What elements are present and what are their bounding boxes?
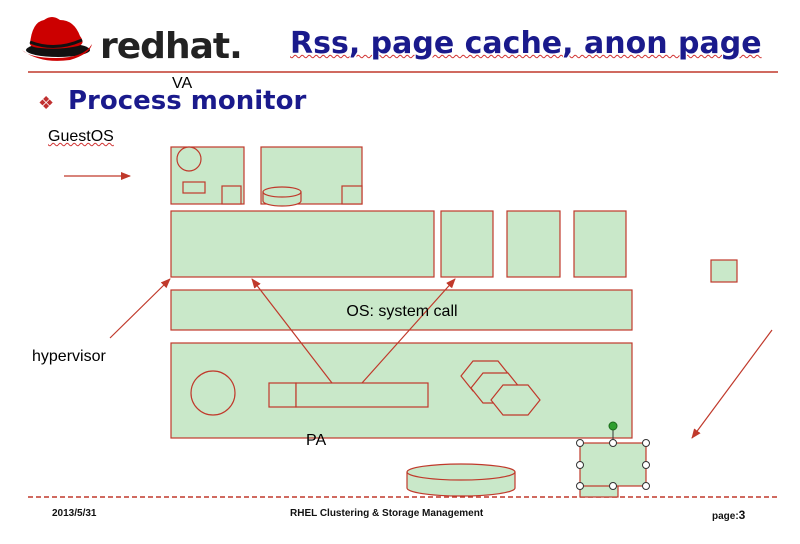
redhat-logo-icon — [22, 17, 92, 61]
guest-memory-block-3 — [506, 210, 561, 278]
arrow-to-block-2 — [361, 278, 456, 384]
os-system-call-label: OS: system call — [346, 303, 457, 320]
guest-memory-block-4 — [573, 210, 627, 278]
slide-title: Rss, page cache, anon page — [290, 26, 762, 61]
rotate-handle[interactable] — [608, 421, 618, 431]
app-window-2-corner — [341, 185, 363, 205]
footer-course: RHEL Clustering & Storage Management — [290, 508, 484, 519]
pa-label: PA — [306, 432, 327, 449]
hypervisor-bar — [295, 382, 429, 408]
va-label: VA — [172, 75, 193, 92]
guestos-label: GuestOS — [48, 128, 114, 145]
footer-date: 2013/5/31 — [52, 508, 97, 519]
app-window-1-corner — [221, 185, 242, 205]
hypervisor-arrow — [109, 278, 171, 339]
bullet-diamond-icon: ❖ — [38, 93, 55, 113]
selected-block[interactable] — [579, 442, 647, 487]
brand-wordmark: redhat. — [100, 26, 243, 67]
app-window-1-rect — [182, 181, 206, 194]
selection-handles[interactable] — [576, 439, 650, 490]
hypervisor-label: hypervisor — [32, 348, 106, 365]
hypervisor-circle — [190, 370, 236, 416]
guest-memory-block-2 — [440, 210, 494, 278]
floating-block — [710, 259, 738, 283]
footer-page: page:3 — [712, 508, 746, 522]
hexagon-icon-3 — [490, 384, 541, 416]
os-system-call-layer — [170, 289, 633, 331]
app-window-1-circle — [176, 146, 202, 172]
bullet-heading: Process monitor — [68, 86, 307, 116]
guest-memory-block-main — [170, 210, 435, 278]
hypervisor-small-rect — [268, 382, 297, 408]
arrow-to-main-block — [251, 278, 333, 384]
diagonal-arrow — [691, 329, 773, 439]
